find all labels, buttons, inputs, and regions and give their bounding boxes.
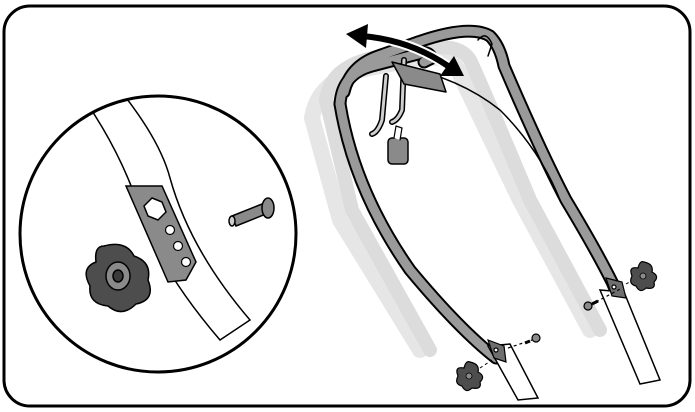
handle-ghost-positions — [304, 40, 607, 358]
handle-bracket-right — [605, 277, 627, 299]
detail-magnifier — [18, 94, 298, 374]
detail-carriage-bolt-icon — [228, 197, 275, 227]
handle-bracket-left — [487, 338, 507, 363]
detail-star-knob-icon — [85, 243, 151, 313]
knob-left — [456, 359, 493, 392]
bolt-left — [507, 333, 541, 349]
knob-right — [625, 261, 658, 292]
adjustment-arrow-icon — [346, 24, 464, 76]
detail-hex-bolt-icon — [143, 197, 167, 221]
detail-adjustment-holes — [164, 224, 192, 268]
bolt-right — [583, 287, 623, 311]
detail-bracket-plate — [124, 185, 197, 283]
